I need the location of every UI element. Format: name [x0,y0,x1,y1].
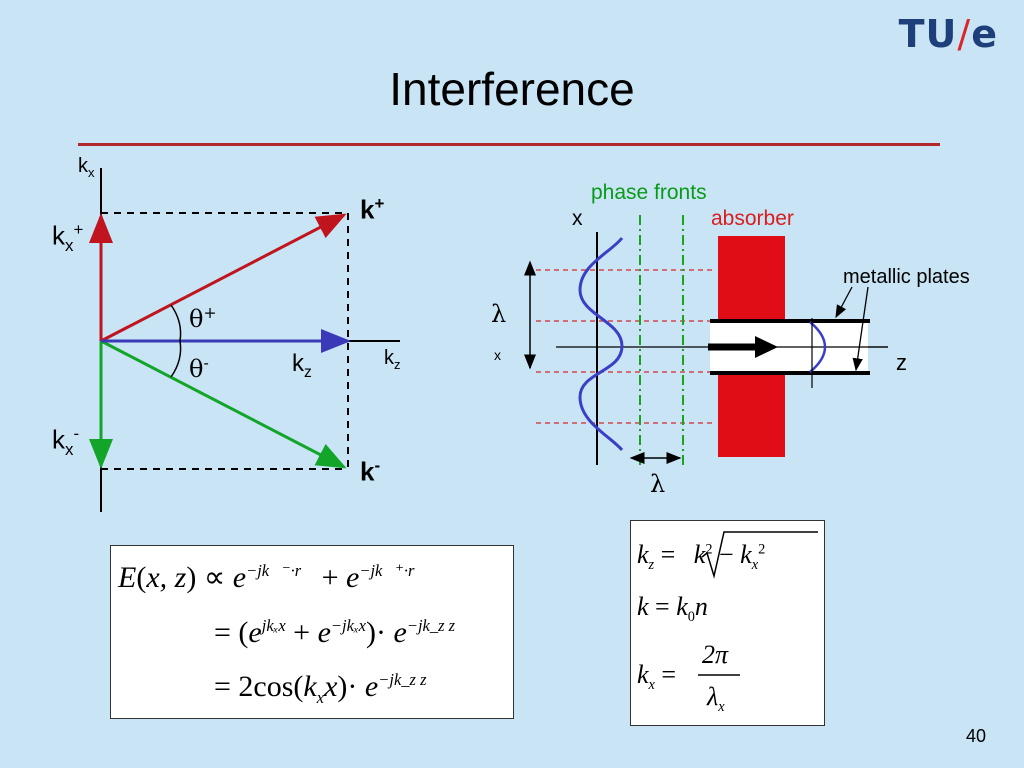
wavevector-equation-box [630,520,825,726]
equation-line-2: = (ejkₓx + e−jkₓx)· e−jk_z z [214,616,456,649]
page-title: Interference [389,63,635,115]
x-axis-label: x [572,207,583,230]
logo-e: e [971,12,998,56]
kx-equation-lhs: kx = [637,660,677,694]
k-plus-label: k+ [360,194,385,225]
phase-fronts-label: phase fronts [591,181,707,204]
theta-plus-label: θ+ [189,304,217,333]
kx-equation-numerator: 2π [702,640,729,669]
kx-equation-denominator: λx [707,682,725,716]
lambda-x-subscript: x [494,347,501,363]
kx-axis-label: kx [78,155,95,180]
lambda-x-symbol: λ [491,300,507,328]
theta-minus-label: θ- [189,354,209,383]
k-equation: k = k0n [637,592,708,626]
kz-vector-label: kz [292,350,312,381]
theta-plus-arc [170,304,182,342]
logo-tu: TU [898,12,958,56]
k-minus-vector [100,339,347,469]
equation-line-3: = 2cos(kxx)· e−jk_z z [214,670,427,707]
propagation-arrow-head [755,336,778,358]
k-minus-label: k- [360,456,381,487]
metallic-plates-label: metallic plates [843,266,970,288]
absorber-label: absorber [711,207,794,230]
page-number: 40 [965,726,986,746]
lambda-z-symbol: λ [650,470,666,498]
plates-pointer-1 [835,286,853,319]
theta-minus-arc [170,340,182,378]
plates-pointer-2 [852,286,869,372]
field-equation-box [110,545,514,719]
kz-axis-label: kz [384,347,401,372]
mode-profile [809,321,827,373]
standing-wave [578,237,624,452]
kx-minus-label: kx- [52,424,80,459]
kx-plus-label: kx+ [52,220,84,255]
title-divider [78,143,940,146]
tue-logo: TU/e [899,12,998,56]
equation-line-1: E(x, z) ∝ e−jk⃗⁻·r⃗ + e−jk⃗⁺·r⃗ [118,561,428,594]
z-axis-label: z [896,350,907,375]
logo-slash: / [957,12,972,56]
kz-equation: kz = k2 − kx2 [637,540,766,574]
k-plus-vector [100,213,347,343]
